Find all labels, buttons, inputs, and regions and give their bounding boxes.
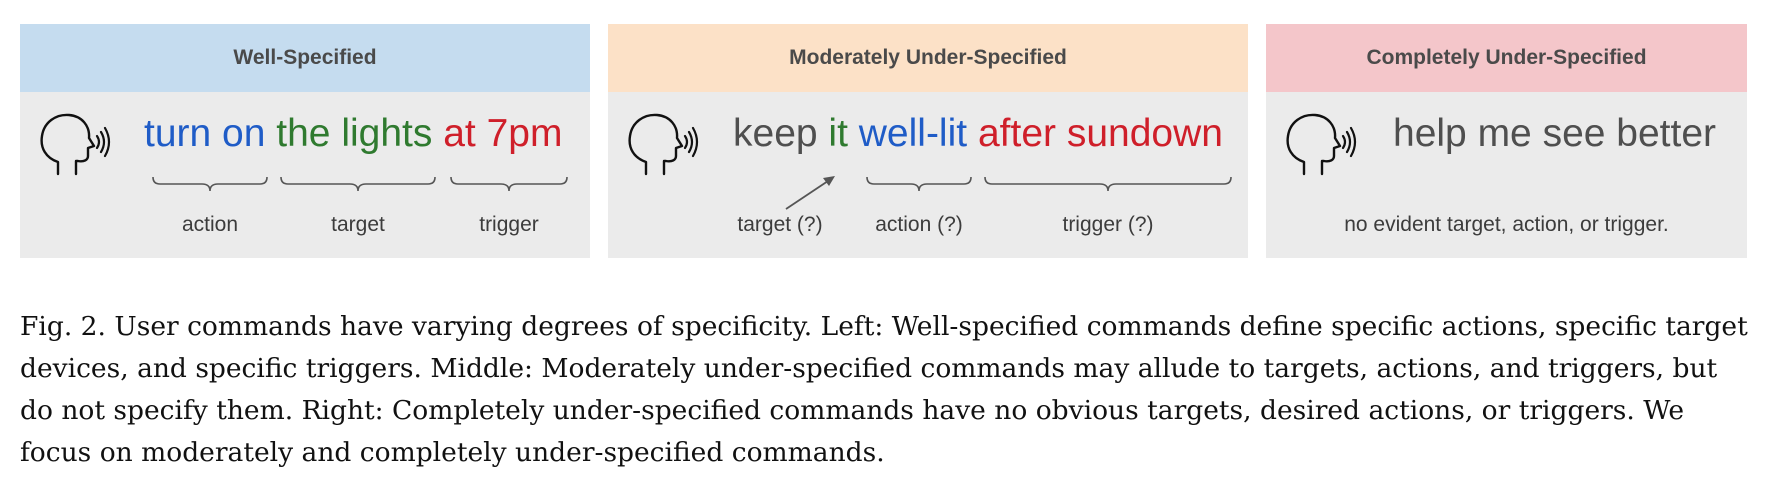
command-target: it	[828, 112, 848, 155]
command-target: the lights	[276, 112, 433, 155]
brace-action	[152, 176, 268, 192]
figure-caption: Fig. 2. User commands have varying degre…	[20, 311, 1748, 468]
panel-body: keep it well-lit after sundown target (?…	[608, 92, 1248, 258]
label-action: action (?)	[875, 213, 963, 236]
command-neutral: keep	[733, 112, 818, 155]
label-action: action	[181, 213, 239, 236]
panel-body: help me see better no evident target, ac…	[1266, 92, 1747, 258]
label-trigger: trigger (?)	[1062, 213, 1154, 236]
command-text: keep it well-lit after sundown	[733, 114, 1223, 153]
panel-header: Completely Under-Specified	[1266, 24, 1747, 92]
command-action: turn on	[144, 112, 266, 155]
panel-header: Moderately Under-Specified	[608, 24, 1248, 92]
label-note: no evident target, action, or trigger.	[1344, 213, 1669, 236]
label-trigger: trigger	[479, 213, 539, 236]
speaking-head-icon	[40, 113, 111, 176]
speaking-head-icon	[1286, 113, 1357, 176]
label-target: target	[331, 213, 385, 236]
brace-action	[866, 176, 972, 192]
command-trigger: after sundown	[977, 112, 1223, 155]
panel-title: Completely Under-Specified	[1366, 46, 1647, 69]
brace-trigger	[984, 176, 1232, 192]
panel-title: Moderately Under-Specified	[789, 46, 1067, 69]
panel-body: turn on the lights at 7pm action target …	[20, 92, 590, 258]
panel-well-specified: Well-Specified turn on the lights at 7pm…	[20, 24, 590, 258]
brace-target	[280, 176, 436, 192]
speaking-head-icon	[628, 113, 699, 176]
panel-moderately-under-specified: Moderately Under-Specified keep it well-…	[608, 24, 1248, 258]
panel-completely-under-specified: Completely Under-Specified help me see b…	[1266, 24, 1747, 258]
panel-title: Well-Specified	[233, 46, 377, 69]
command-trigger: at 7pm	[443, 112, 563, 155]
command-action: well-lit	[858, 112, 968, 155]
brace-trigger	[450, 176, 568, 192]
arrow-target	[785, 176, 835, 210]
command-text: help me see better	[1393, 112, 1717, 155]
panel-header: Well-Specified	[20, 24, 590, 92]
label-target: target (?)	[737, 213, 823, 236]
command-text: turn on the lights at 7pm	[144, 114, 562, 153]
